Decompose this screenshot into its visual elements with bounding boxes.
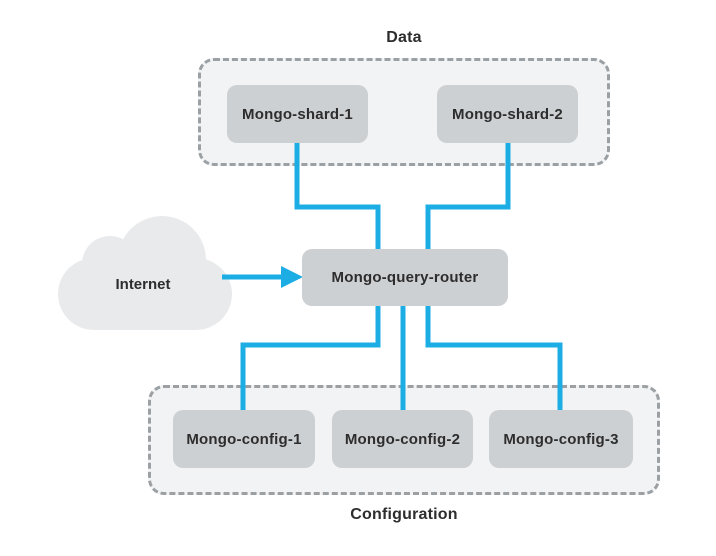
data-group-label: Data: [386, 29, 422, 46]
node-mongo-shard-1: Mongo-shard-1: [227, 85, 368, 143]
node-label: Mongo-config-1: [186, 430, 302, 448]
node-mongo-config-1: Mongo-config-1: [173, 410, 315, 468]
connector-router-config1: [240, 304, 381, 412]
internet-label: Internet: [115, 276, 171, 293]
node-label: Mongo-shard-1: [242, 105, 353, 123]
node-label: Mongo-shard-2: [452, 105, 563, 123]
arrow-right-icon: [222, 266, 303, 288]
node-label: Mongo-config-2: [344, 430, 461, 448]
node-mongo-query-router: Mongo-query-router: [302, 249, 508, 306]
node-mongo-config-3: Mongo-config-3: [489, 410, 633, 468]
node-label: Mongo-config-3: [503, 430, 619, 448]
connector-router-config3: [425, 304, 563, 412]
node-mongo-config-2: Mongo-config-2: [332, 410, 473, 468]
configuration-group-label: Configuration: [350, 506, 458, 523]
node-label: Mongo-query-router: [331, 269, 479, 286]
cloud-icon: [58, 216, 232, 330]
connector-shard2-router: [425, 141, 511, 251]
connector-shard1-router: [294, 141, 381, 251]
node-mongo-shard-2: Mongo-shard-2: [437, 85, 578, 143]
